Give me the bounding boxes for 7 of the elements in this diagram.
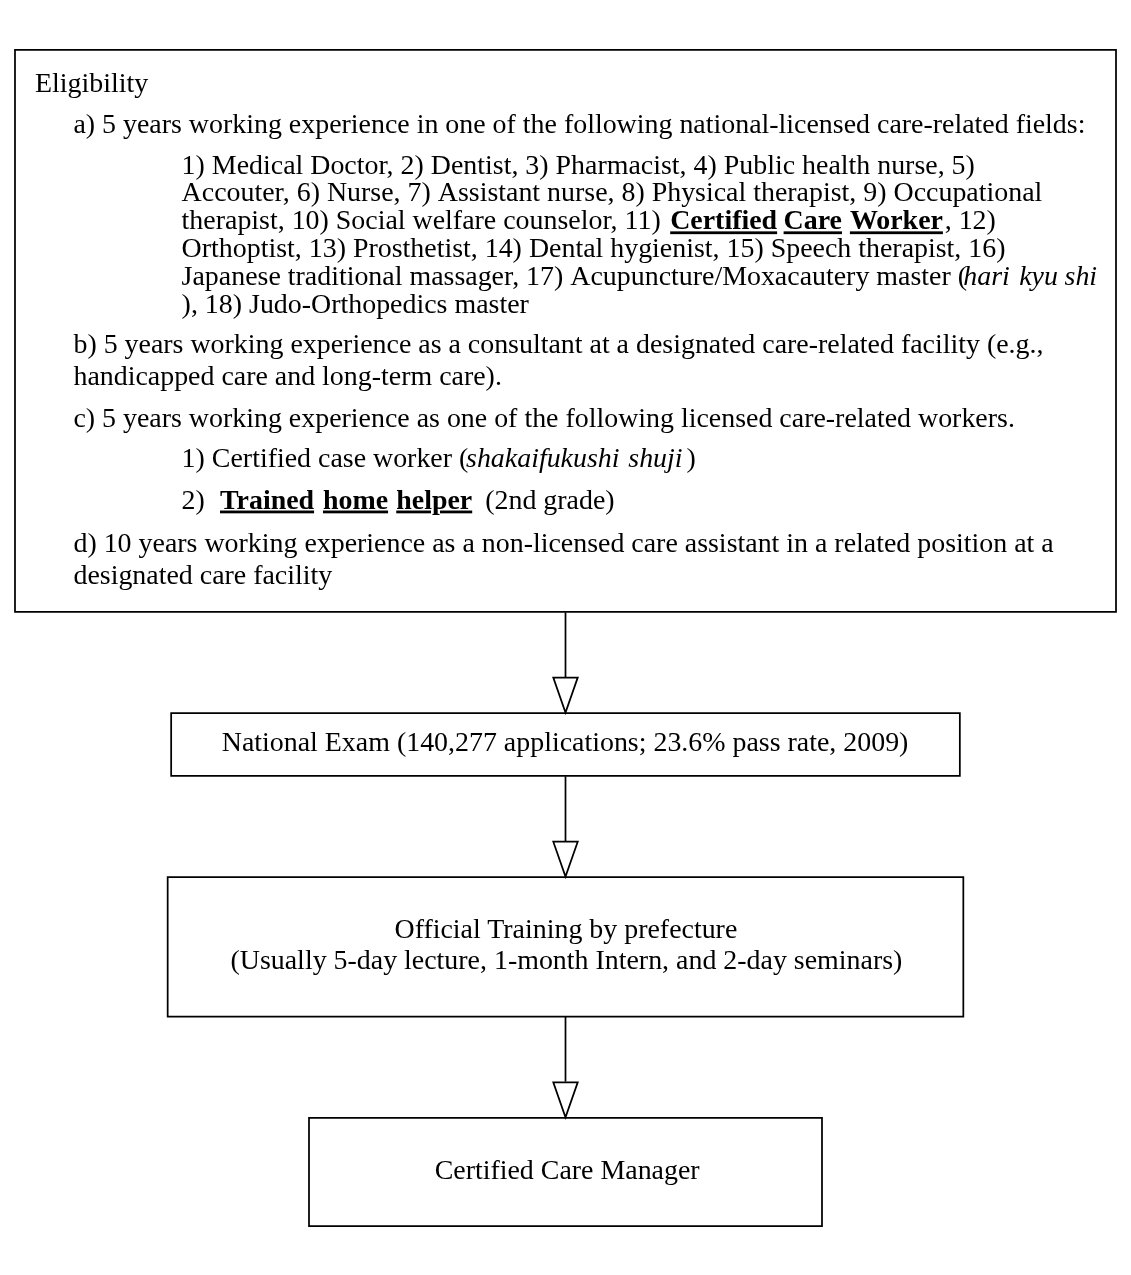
arrow <box>552 775 579 879</box>
node-box: Eligibility a) 5 years working experience in one of the following national-licensed care-related fields: 1) Medical Doctor, 2) Dentist, 3) Pharmacist, 4) Public health nurse, 5) Accouter, 6) Nurse, 7) Assistant nurse, 8) Physical therapist, 9) Occupational therapist, 10) Social welfare counselor, 11) Certified Care Worker, 12) Orthoptist, 13) Prosthetist, 14) Dental hygienist, 15) Speech therapist, 16) Japanese traditional massager, 17) Acupuncture/Moxacautery master (hari kyu shi), 18) Judo-Orthopedics master b) 5 years working experience as a consultant at a designated care-related facility (e.g., handicapped care and long-term care). c) 5 years working experience as one of the following licensed care-related workers. 1) Certified case worker (shakaifukushi shuji) 2) Trained home helper (2nd grade) d) 10 years working experience as a non-licensed care assistant in a related position at a designated care facility <box>14 48 1117 613</box>
arrow <box>552 611 579 715</box>
arrow <box>552 1015 579 1120</box>
node-box: Certified Care Manager <box>308 1116 823 1227</box>
node-box: Official Training by prefecture (Usually 5-day lecture, 1-month Intern, and 2-day seminars) <box>166 875 965 1017</box>
node-box: National Exam (140,277 applications; 23.6% pass rate, 2009) <box>170 711 961 777</box>
